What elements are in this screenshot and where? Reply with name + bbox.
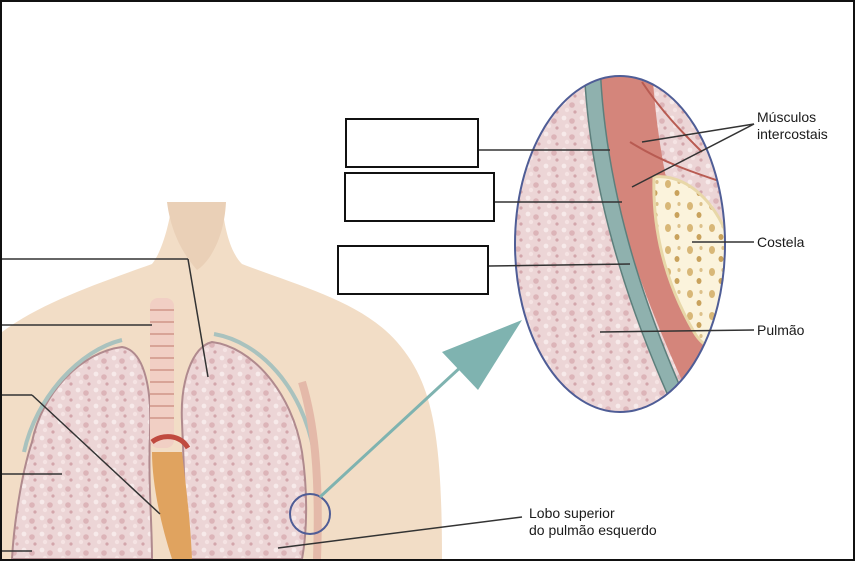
arrow-icon <box>442 320 522 390</box>
label-musculos-line1: Músculos <box>757 109 828 126</box>
label-pulmao: Pulmão <box>757 322 804 339</box>
trachea <box>150 298 174 448</box>
answer-box-2[interactable] <box>344 172 495 222</box>
label-musculos-line2: intercostais <box>757 126 828 143</box>
label-lobo-line1: Lobo superior <box>529 505 657 522</box>
label-costela: Costela <box>757 234 804 251</box>
label-musculos-intercostais: Músculos intercostais <box>757 109 828 143</box>
label-lobo-superior: Lobo superior do pulmão esquerdo <box>529 505 657 539</box>
answer-box-3[interactable] <box>337 245 489 295</box>
answer-box-1[interactable] <box>345 118 479 168</box>
label-lobo-line2: do pulmão esquerdo <box>529 522 657 539</box>
